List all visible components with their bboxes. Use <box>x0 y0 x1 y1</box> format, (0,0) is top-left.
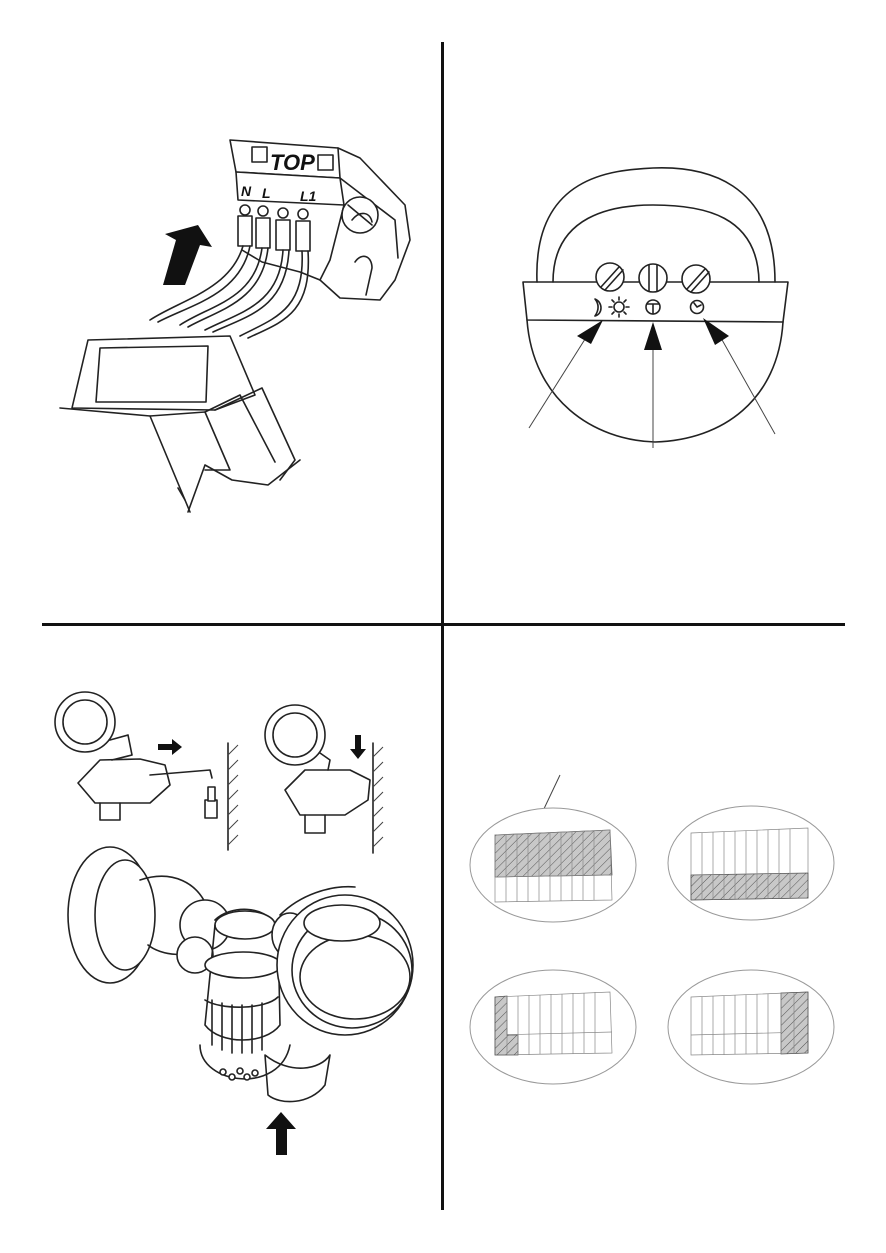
pointer-arrow-sensitivity <box>644 322 662 448</box>
sensor-housing <box>60 336 300 512</box>
terminal-label-n: N <box>241 183 252 199</box>
lamp-small-view-1 <box>55 692 238 850</box>
terminal-label-l1: L1 <box>300 188 317 204</box>
moon-sun-icon <box>595 297 629 317</box>
lamp-small-view-2 <box>265 705 383 853</box>
top-label: TOP <box>270 150 315 175</box>
push-right-arrow-icon <box>158 739 182 755</box>
insert-arrow-icon <box>163 225 212 285</box>
lux-knob[interactable] <box>596 263 624 291</box>
lamp-large-view <box>68 847 413 1102</box>
detection-pattern-4 <box>668 970 834 1084</box>
detection-pattern-2 <box>668 806 834 920</box>
push-up-arrow-icon <box>266 1112 296 1155</box>
sensitivity-icon <box>646 300 660 314</box>
terminal-label-l: L <box>262 185 271 201</box>
mounting-illustration <box>0 625 443 1253</box>
horizontal-divider <box>42 623 845 626</box>
pointer-arrow-lux <box>529 320 603 428</box>
terminal-wiring-illustration: TOP N L L1 <box>0 0 443 625</box>
panel-terminal-wiring: TOP N L L1 <box>0 0 443 625</box>
terminal-block: TOP N L L1 <box>230 140 410 300</box>
pointer-arrow-time <box>703 318 775 434</box>
detection-pattern-3 <box>470 970 636 1084</box>
control-knobs-illustration <box>443 0 886 625</box>
vertical-divider <box>441 42 444 1210</box>
clock-icon <box>691 301 704 314</box>
panel-mounting <box>0 625 443 1253</box>
push-down-arrow-icon <box>350 735 366 759</box>
sensitivity-knob[interactable] <box>639 264 667 292</box>
detection-patterns-illustration <box>443 625 886 1253</box>
panel-control-knobs <box>443 0 886 625</box>
detection-pattern-1 <box>470 808 636 922</box>
panel-detection-patterns <box>443 625 886 1253</box>
time-knob[interactable] <box>682 265 710 293</box>
